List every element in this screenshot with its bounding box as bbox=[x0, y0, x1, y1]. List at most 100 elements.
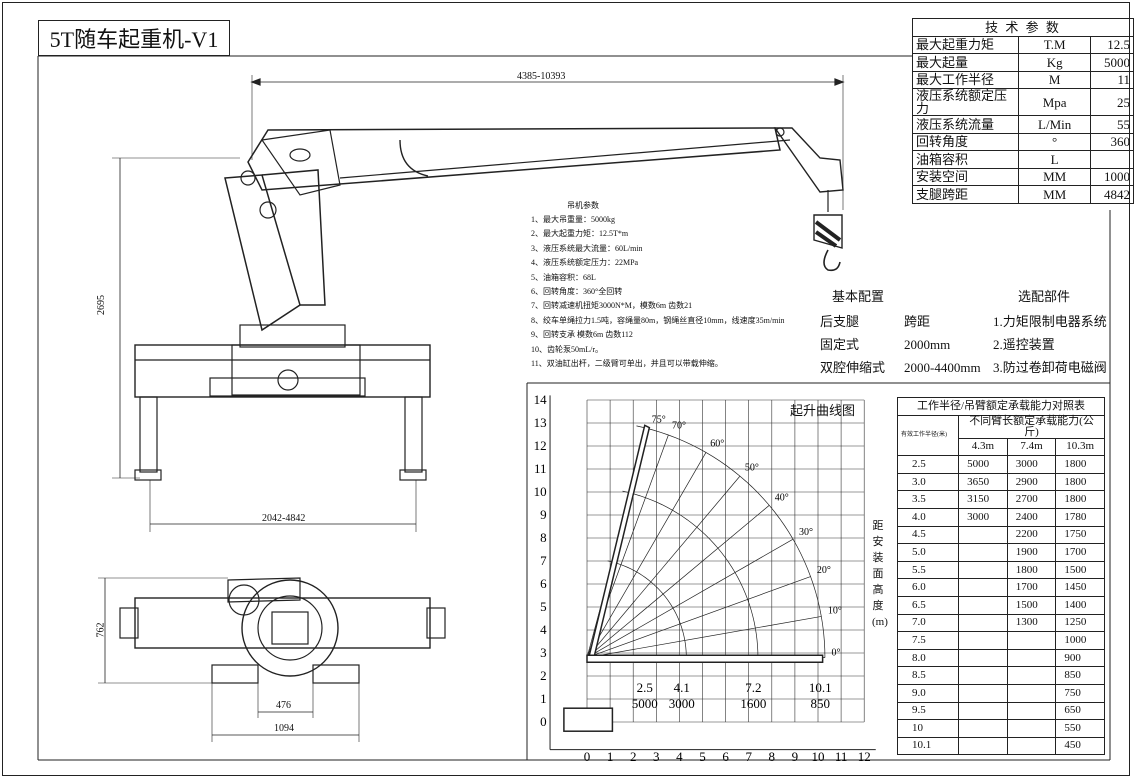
spec-value: 4842 bbox=[1089, 185, 1134, 204]
angle-label: 75° bbox=[652, 414, 666, 425]
load-value: 1400 bbox=[1055, 595, 1105, 615]
load-value: 1700 bbox=[1055, 543, 1105, 562]
load-radius: 9.0 bbox=[896, 683, 960, 703]
load-value: 1800 bbox=[1055, 490, 1105, 509]
load-value: 1450 bbox=[1055, 578, 1105, 597]
load-value bbox=[958, 719, 1008, 738]
reach-arc bbox=[636, 425, 826, 658]
load-label: 1600 bbox=[740, 696, 766, 711]
x-tick-label: 1 bbox=[607, 749, 614, 764]
load-radius: 7.5 bbox=[896, 631, 960, 650]
param-item: 4、液压系统额定压力：22MPa bbox=[531, 258, 639, 268]
config-cell: 2000-4400mm bbox=[904, 360, 981, 375]
boom-ray bbox=[586, 576, 811, 658]
chart-title: 起升曲线图 bbox=[790, 403, 856, 418]
spec-value: 1000 bbox=[1089, 167, 1134, 186]
angle-label: 20° bbox=[817, 565, 831, 576]
angle-label: 30° bbox=[799, 527, 813, 538]
load-value bbox=[958, 560, 1008, 580]
basic-config-title: 基本配置 bbox=[832, 289, 885, 304]
x-tick-label: 12 bbox=[858, 749, 871, 764]
param-item: 8、绞车单绳拉力1.5吨，容绳量80m，钢绳丝直径10mm，线速度35m/min bbox=[531, 315, 785, 325]
load-value: 650 bbox=[1055, 701, 1105, 721]
load-value bbox=[1006, 666, 1057, 685]
x-tick-label: 10 bbox=[812, 749, 825, 764]
load-radius: 3.5 bbox=[896, 490, 960, 509]
y-tick-label: 3 bbox=[540, 645, 547, 660]
load-value: 2700 bbox=[1006, 490, 1057, 509]
load-value: 1500 bbox=[1006, 595, 1057, 615]
x-tick-label: 3 bbox=[653, 749, 660, 764]
load-value bbox=[958, 631, 1008, 650]
y-tick-label: 13 bbox=[534, 415, 547, 430]
load-value bbox=[1006, 648, 1057, 668]
base-inner-dim: 476 bbox=[276, 700, 291, 711]
spec-unit: Mpa bbox=[1018, 88, 1091, 116]
config-cell: 双腔伸缩式 bbox=[820, 360, 886, 375]
boom-ray bbox=[586, 616, 822, 658]
load-radius: 3.0 bbox=[896, 472, 960, 492]
y-tick-label: 7 bbox=[540, 553, 547, 568]
load-row: 9.0 750 bbox=[896, 683, 1105, 703]
x-tick-label: 6 bbox=[722, 749, 729, 764]
load-row: 10.1 450 bbox=[896, 736, 1105, 756]
radius-label: 10.1 bbox=[809, 680, 832, 695]
config-cell: 3.防过卷卸荷电磁阀 bbox=[993, 360, 1107, 375]
y-tick-label: 10 bbox=[534, 484, 547, 499]
load-value: 1750 bbox=[1055, 525, 1105, 545]
base-width-dim: 1094 bbox=[274, 723, 294, 734]
y-tick-label: 11 bbox=[534, 461, 547, 476]
load-radius: 10.1 bbox=[896, 736, 960, 756]
load-radius: 4.0 bbox=[896, 507, 960, 527]
load-value: 3000 bbox=[958, 507, 1008, 527]
spec-name: 油箱容积 bbox=[911, 150, 1020, 169]
load-label: 850 bbox=[811, 696, 831, 711]
load-col-header: 10.3m bbox=[1055, 437, 1105, 457]
load-value: 450 bbox=[1055, 736, 1105, 756]
load-value: 550 bbox=[1055, 719, 1105, 738]
load-value bbox=[958, 595, 1008, 615]
angle-label: 50° bbox=[745, 463, 759, 474]
load-value bbox=[958, 525, 1008, 545]
spec-value: 25 bbox=[1089, 88, 1134, 116]
spec-header: 技 术 参 数 bbox=[912, 18, 1134, 37]
param-item: 9、回转支承 模数6m 齿数112 bbox=[531, 330, 633, 340]
param-item: 6、回转角度：360°全回转 bbox=[531, 287, 623, 296]
x-tick-label: 4 bbox=[676, 749, 683, 764]
load-value: 850 bbox=[1055, 666, 1105, 685]
y-tick-label: 12 bbox=[534, 438, 547, 453]
load-value: 2200 bbox=[1006, 525, 1057, 545]
y-tick-label: 14 bbox=[534, 392, 548, 407]
load-table-title: 工作半径/吊臂额定承载能力对照表 bbox=[897, 397, 1105, 416]
load-value: 1250 bbox=[1055, 613, 1105, 633]
load-value: 3000 bbox=[1006, 455, 1057, 474]
x-tick-label: 7 bbox=[745, 749, 752, 764]
radius-label: 4.1 bbox=[674, 680, 690, 695]
load-table-subtitle: 不同臂长额定承载能力(公斤) bbox=[958, 414, 1105, 439]
load-value: 1500 bbox=[1055, 560, 1105, 580]
spec-unit: L/Min bbox=[1018, 115, 1091, 134]
boom-high bbox=[588, 424, 651, 659]
load-radius: 10 bbox=[896, 719, 960, 738]
load-value: 1800 bbox=[1055, 455, 1105, 474]
param-item: 5、油箱容积：68L bbox=[531, 272, 596, 282]
boom-ray bbox=[586, 452, 707, 658]
load-value: 1700 bbox=[1006, 578, 1057, 597]
load-value bbox=[1006, 736, 1057, 756]
y-tick-label: 1 bbox=[540, 691, 547, 706]
load-value: 1800 bbox=[1006, 560, 1057, 580]
load-value: 750 bbox=[1055, 683, 1105, 703]
load-radius: 7.0 bbox=[896, 613, 960, 633]
boom-span-dim: 4385-10393 bbox=[517, 71, 566, 82]
load-value bbox=[1006, 631, 1057, 650]
